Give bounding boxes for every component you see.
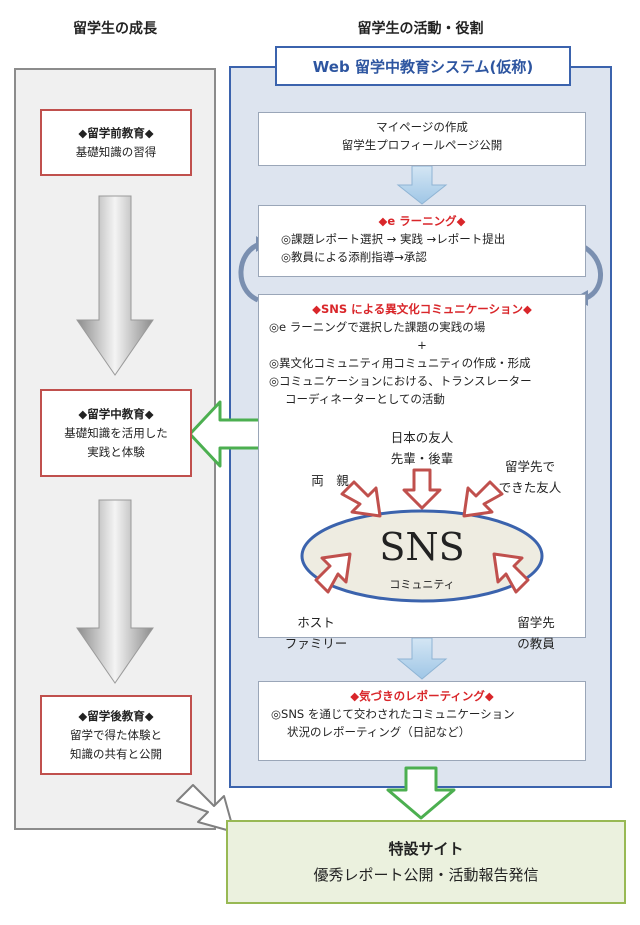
sns-section-heading: ◆SNS による異文化コミュニケーション◆: [312, 302, 532, 316]
elearning-line: ◎教員による添削指導→承認: [281, 250, 427, 264]
sns-center-title: SNS: [379, 525, 465, 569]
actor-label: できた友人: [498, 480, 562, 495]
actor-label: の教員: [517, 636, 555, 651]
actor-label: 日本の友人: [390, 430, 454, 445]
inward-arrow-icon: [462, 480, 504, 518]
elearning-line: ◎課題レポート選択 → 実践 →レポート提出: [281, 232, 506, 246]
sns-section-line: ◎e ラーニングで選択した課題の実践の場: [269, 320, 486, 334]
system-title: Web 留学中教育システム(仮称): [275, 46, 571, 86]
pre-study-stage: ◆留学前教育◆ 基礎知識の習得: [40, 109, 192, 176]
right-column-title: 留学生の活動・役割: [357, 21, 484, 37]
special-site-subtitle: 優秀レポート公開・活動報告発信: [313, 866, 539, 884]
special-site-box: 特設サイト 優秀レポート公開・活動報告発信: [226, 820, 626, 904]
diagonal-arrow-icon: [176, 784, 235, 833]
actor-label: 先輩・後輩: [390, 451, 454, 466]
actor-label: 留学先: [517, 615, 555, 630]
plus-sign: +: [417, 338, 427, 352]
inward-arrow-icon: [492, 552, 530, 594]
sns-section-line: ◎異文化コミュニティ用コミュニティの作成・形成: [269, 356, 531, 370]
actor-abroad-teachers: 留学先 の教員: [496, 612, 576, 654]
left-arrow-icon: [188, 400, 268, 468]
mypage-box: マイページの作成 留学生プロフィールページ公開: [258, 112, 586, 166]
down-arrow-icon: [386, 766, 456, 820]
reporting-line: 状況のレポーティング（日記など）: [287, 725, 471, 739]
sns-section-line: コーディネーターとしての活動: [285, 392, 445, 406]
stage-text: 知識の共有と公開: [70, 746, 162, 761]
special-site-title: 特設サイト: [388, 840, 464, 858]
elearning-box: ◆e ラーニング◆ ◎課題レポート選択 → 実践 →レポート提出 ◎教員による添…: [258, 205, 586, 277]
sns-section-line: ◎コミュニケーションにおける、トランスレーター: [269, 374, 532, 388]
actor-friends: 日本の友人 先輩・後輩: [362, 427, 482, 469]
stage-heading: ◆留学中教育◆: [78, 406, 154, 421]
during-study-stage: ◆留学中教育◆ 基礎知識を活用した 実践と体験: [40, 389, 192, 477]
stage-text: 基礎知識の習得: [75, 144, 157, 159]
sns-center-subtitle: コミュニティ: [389, 578, 455, 591]
reporting-box: ◆気づきのレポーティング◆ ◎SNS を通じて交わされたコミュニケーション 状況…: [258, 681, 586, 761]
actor-parents: 両 親: [311, 473, 349, 488]
stage-text: 実践と体験: [87, 444, 145, 459]
stage-text: 基礎知識を活用した: [64, 425, 168, 440]
reporting-line: ◎SNS を通じて交わされたコミュニケーション: [271, 707, 515, 721]
mypage-line: マイページの作成: [376, 120, 468, 134]
down-arrow-icon: [396, 637, 448, 680]
stage-heading: ◆留学前教育◆: [78, 125, 154, 140]
inward-arrow-icon: [314, 552, 352, 594]
reporting-heading: ◆気づきのレポーティング◆: [350, 689, 494, 703]
post-study-stage: ◆留学後教育◆ 留学で得た体験と 知識の共有と公開: [40, 695, 192, 775]
mypage-line: 留学生プロフィールページ公開: [341, 138, 503, 152]
elearning-heading: ◆e ラーニング◆: [378, 214, 466, 228]
actor-host-family: ホスト ファミリー: [268, 612, 364, 654]
actor-label: ホスト: [297, 615, 335, 630]
inward-arrow-icon: [340, 480, 382, 518]
down-arrow-icon: [76, 499, 154, 684]
left-column-title: 留学生の成長: [73, 21, 157, 37]
sns-community-ellipse: [300, 509, 544, 603]
down-arrow-icon: [76, 195, 154, 376]
actor-label: 留学先で: [504, 459, 555, 474]
actor-abroad-friends: 留学先で できた友人: [482, 456, 578, 498]
down-arrow-icon: [396, 165, 448, 205]
stage-text: 留学で得た体験と: [70, 727, 162, 742]
actor-label: ファミリー: [284, 636, 348, 651]
stage-heading: ◆留学後教育◆: [78, 708, 154, 723]
sns-community-diagram: [300, 468, 544, 603]
inward-arrow-icon: [402, 468, 442, 510]
